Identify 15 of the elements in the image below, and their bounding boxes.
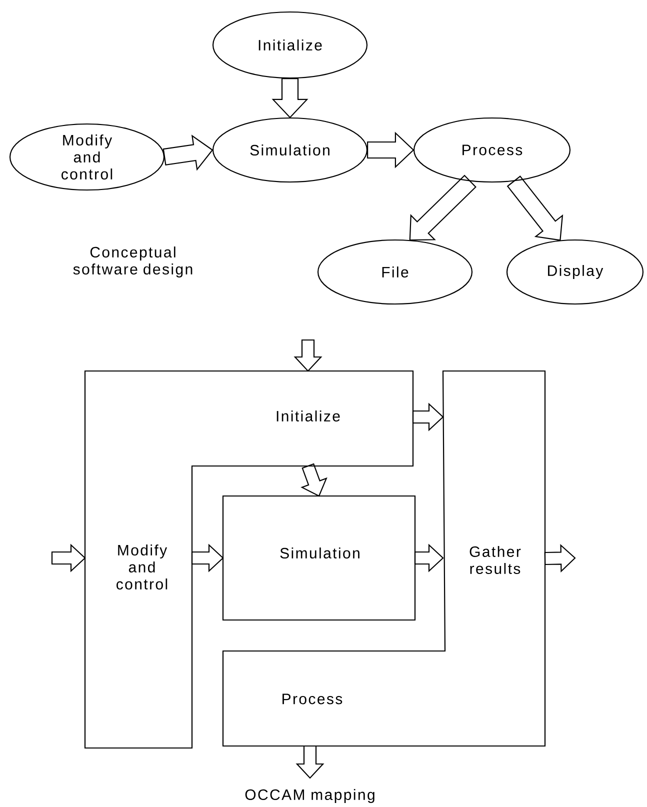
block-arrow (367, 132, 414, 168)
caption: OCCAM mapping (245, 789, 374, 803)
block-arrow (51, 544, 86, 572)
block-arrow (272, 78, 308, 118)
block-arrow (191, 544, 224, 572)
block-arrow (409, 174, 476, 241)
block-arrow (544, 544, 576, 572)
block-arrow (162, 134, 214, 171)
caption: Conceptual software design (73, 246, 192, 278)
block-arrow (296, 745, 324, 779)
block-arrow (412, 402, 444, 432)
block-arrow (300, 463, 328, 497)
block-arrow (294, 339, 322, 372)
process-box: Simulation (222, 495, 416, 621)
block-arrow (414, 544, 444, 572)
